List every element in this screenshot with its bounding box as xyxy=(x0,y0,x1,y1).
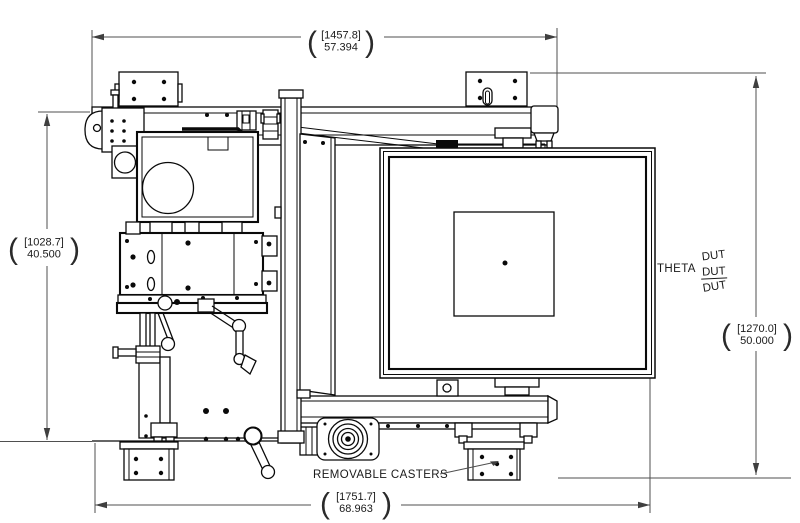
arrow-down-icon xyxy=(752,463,760,475)
dut-inner-square xyxy=(453,211,555,317)
left-arm xyxy=(84,107,145,179)
dimension-right: ( [1270.0] 50.000 ) xyxy=(530,72,793,479)
top-right-bracket xyxy=(465,71,528,107)
paren-open: ( xyxy=(8,233,18,266)
casters-callout: REMOVABLE CASTERS xyxy=(313,461,499,481)
dimension-bottom: ( [1751.7] 68.963 ) xyxy=(94,378,651,521)
dim-right-imperial: 50.000 xyxy=(740,335,774,347)
handle-knob xyxy=(260,464,276,480)
rail-clamp xyxy=(436,140,458,148)
dimension-top: ( [1457.8] 57.394 ) xyxy=(91,26,558,112)
arrow-left-icon xyxy=(92,33,104,41)
paren-open: ( xyxy=(307,26,317,59)
dut-plate xyxy=(379,147,656,379)
base-plate xyxy=(92,356,299,442)
linkage-assembly xyxy=(112,294,269,442)
locking-handle xyxy=(243,426,276,480)
arrow-right-icon xyxy=(638,501,650,509)
dim-label-right: ( [1270.0] 50.000 ) xyxy=(721,319,793,352)
removable-casters-label: REMOVABLE CASTERS xyxy=(313,469,448,481)
dim-label-bottom: ( [1751.7] 68.963 ) xyxy=(320,488,392,521)
arrow-right-icon xyxy=(545,33,557,41)
dim-top-imperial: 57.394 xyxy=(324,42,358,54)
dim-label-top: ( [1457.8] 57.394 ) xyxy=(307,26,375,59)
upper-gearbox xyxy=(135,130,260,234)
paren-close: ) xyxy=(365,26,375,59)
paren-open: ( xyxy=(320,488,330,521)
handle-pivot xyxy=(243,426,263,446)
dim-bottom-metric: [1751.7] xyxy=(336,491,376,503)
arrow-up-icon xyxy=(43,114,51,126)
dut-label-middle: DUT xyxy=(702,265,726,278)
dim-label-left: ( [1028.7] 40.500 ) xyxy=(8,233,80,266)
lens-circle xyxy=(113,151,137,174)
dut-bottom-mount xyxy=(494,377,540,388)
dut-label-bottom: DUT xyxy=(702,279,727,295)
dim-top-metric: [1457.8] xyxy=(321,30,361,42)
motor-circle xyxy=(141,161,195,215)
paren-close: ) xyxy=(382,488,392,521)
dimension-left: ( [1028.7] 40.500 ) xyxy=(0,111,92,442)
right-caster xyxy=(458,435,533,481)
center-point xyxy=(502,260,508,266)
paren-open: ( xyxy=(721,319,731,352)
top-left-bracket xyxy=(114,71,183,107)
dut-label-top: DUT xyxy=(701,249,726,264)
dut-top-mount xyxy=(494,127,532,139)
arrow-down-icon xyxy=(43,428,51,440)
mid-slide-box xyxy=(118,221,278,297)
pivot-hole xyxy=(92,123,102,133)
theta-label: THETA xyxy=(657,263,696,275)
arrow-left-icon xyxy=(95,501,107,509)
dim-left-imperial: 40.500 xyxy=(27,249,61,261)
leader-line xyxy=(439,461,497,475)
dim-bottom-imperial: 68.963 xyxy=(339,503,373,515)
paren-close: ) xyxy=(783,319,793,352)
hex-fitting xyxy=(197,298,215,313)
dut-bottom-bracket xyxy=(436,379,459,397)
arrow-up-icon xyxy=(752,76,760,88)
dim-right-metric: [1270.0] xyxy=(737,323,777,335)
dut-back-panel xyxy=(296,133,336,399)
dim-left-metric: [1028.7] xyxy=(24,237,64,249)
paren-close: ) xyxy=(70,233,80,266)
left-caster xyxy=(119,441,179,481)
rotary-drive xyxy=(299,417,380,461)
theta-dut-annotation: THETA DUT DUT DUT xyxy=(657,249,728,295)
fraction-bar xyxy=(701,277,728,280)
